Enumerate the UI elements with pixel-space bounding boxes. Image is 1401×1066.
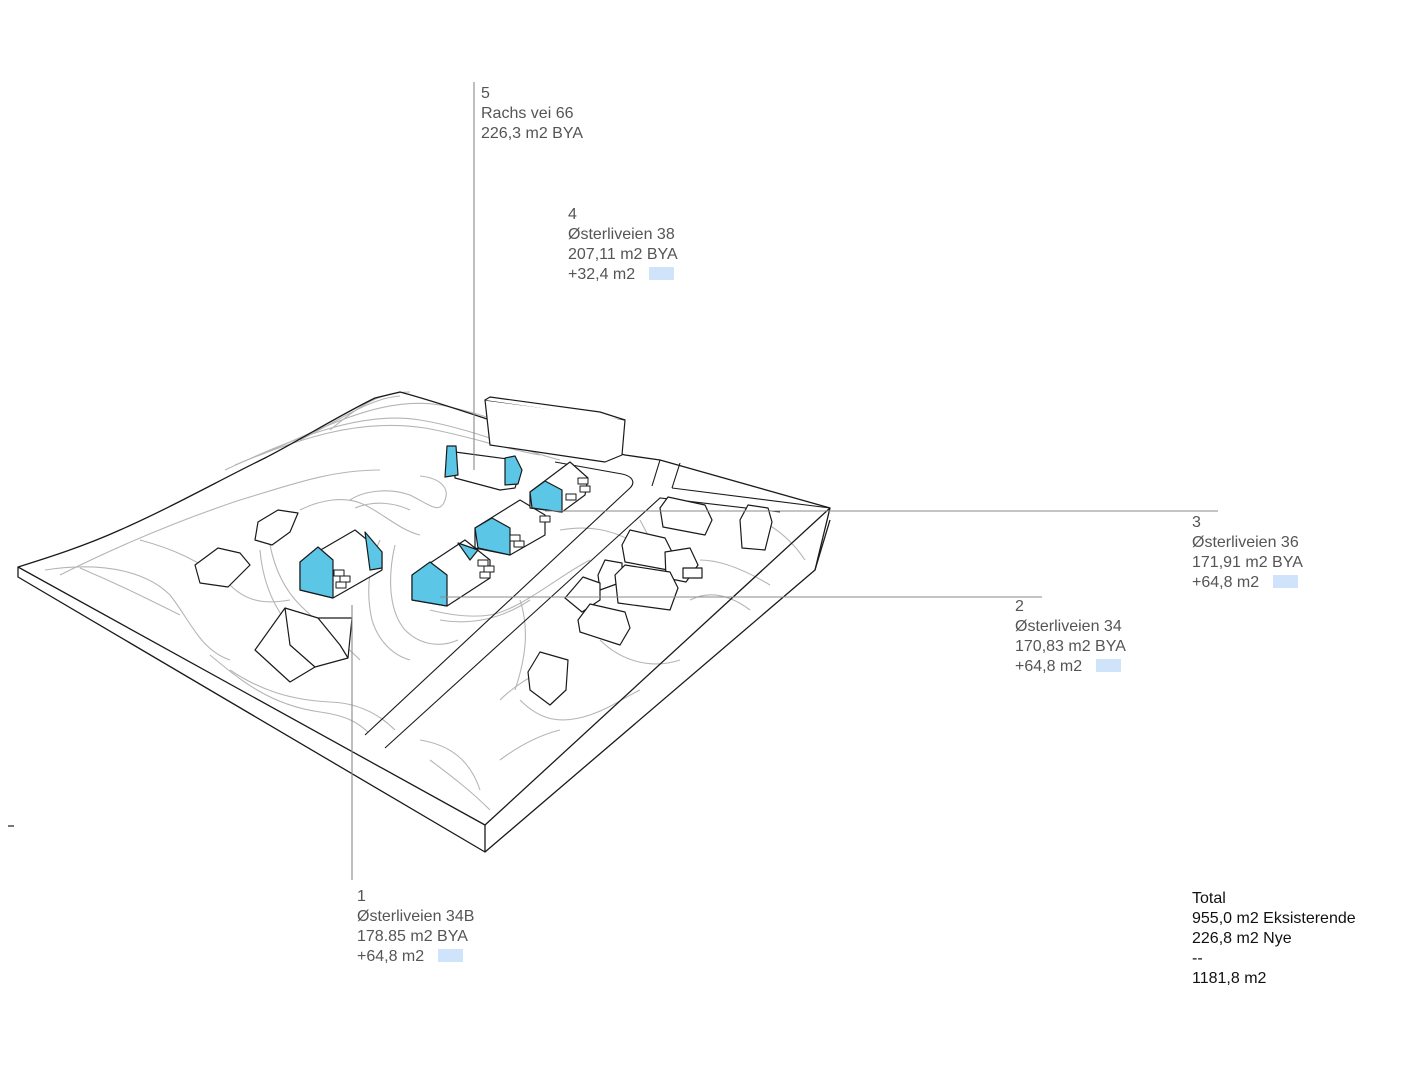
property-1-address: Østerliveien 34B [357,908,475,925]
house-1-new-volume [299,546,334,599]
property-2-bya: 170,83 m2 BYA [1015,638,1126,655]
property-2-number: 2 [1015,598,1024,615]
property-1-bya: 178.85 m2 BYA [357,928,468,945]
new-area-swatch [649,267,675,280]
new-volumes [299,445,591,607]
property-3-bya: 171,91 m2 BYA [1192,554,1303,571]
total-existing: 955,0 m2 Eksisterende [1192,910,1356,927]
property-5-bya: 226,3 m2 BYA [481,125,583,142]
property-5-number: 5 [481,85,490,102]
property-3-added: +64,8 m2 [1192,574,1260,591]
property-2-added: +64,8 m2 [1015,658,1083,675]
property-3-address: Østerliveien 36 [1192,534,1299,551]
new-area-swatch [1273,575,1299,588]
site-base [17,391,831,853]
property-5-address: Rachs vei 66 [481,105,574,122]
property-4-bya: 207,11 m2 BYA [568,246,678,263]
label-property-5: 5 Rachs vei 66 226,3 m2 BYA [481,84,583,144]
property-4-added: +32,4 m2 [568,266,636,283]
roads [364,459,831,749]
total-summary: Total 955,0 m2 Eksisterende 226,8 m2 Nye… [1192,889,1356,989]
property-1-number: 1 [357,888,366,905]
new-area-swatch [1096,659,1122,672]
label-property-1: 1 Østerliveien 34B 178.85 m2 BYA +64,8 m… [357,887,474,967]
property-4-number: 4 [568,206,577,223]
property-1-added: +64,8 m2 [357,948,425,965]
label-property-2: 2 Østerliveien 34 170,83 m2 BYA +64,8 m2 [1015,597,1126,677]
existing-buildings [194,396,773,706]
total-sum: 1181,8 m2 [1192,970,1267,987]
house-2-new-volume [411,561,448,607]
label-property-4: 4 Østerliveien 38 207,11 m2 BYA +32,4 m2 [568,205,678,285]
new-area-swatch [438,949,464,962]
leader-lines [351,82,1218,880]
property-4-address: Østerliveien 38 [568,226,675,243]
total-separator: -- [1192,950,1203,967]
property-3-number: 3 [1192,514,1201,531]
property-2-address: Østerliveien 34 [1015,618,1122,635]
stray-mark [8,825,14,827]
label-property-3: 3 Østerliveien 36 171,91 m2 BYA +64,8 m2 [1192,513,1303,593]
house-4-new-volume [529,480,563,513]
total-new: 226,8 m2 Nye [1192,930,1292,947]
total-title: Total [1192,890,1226,907]
